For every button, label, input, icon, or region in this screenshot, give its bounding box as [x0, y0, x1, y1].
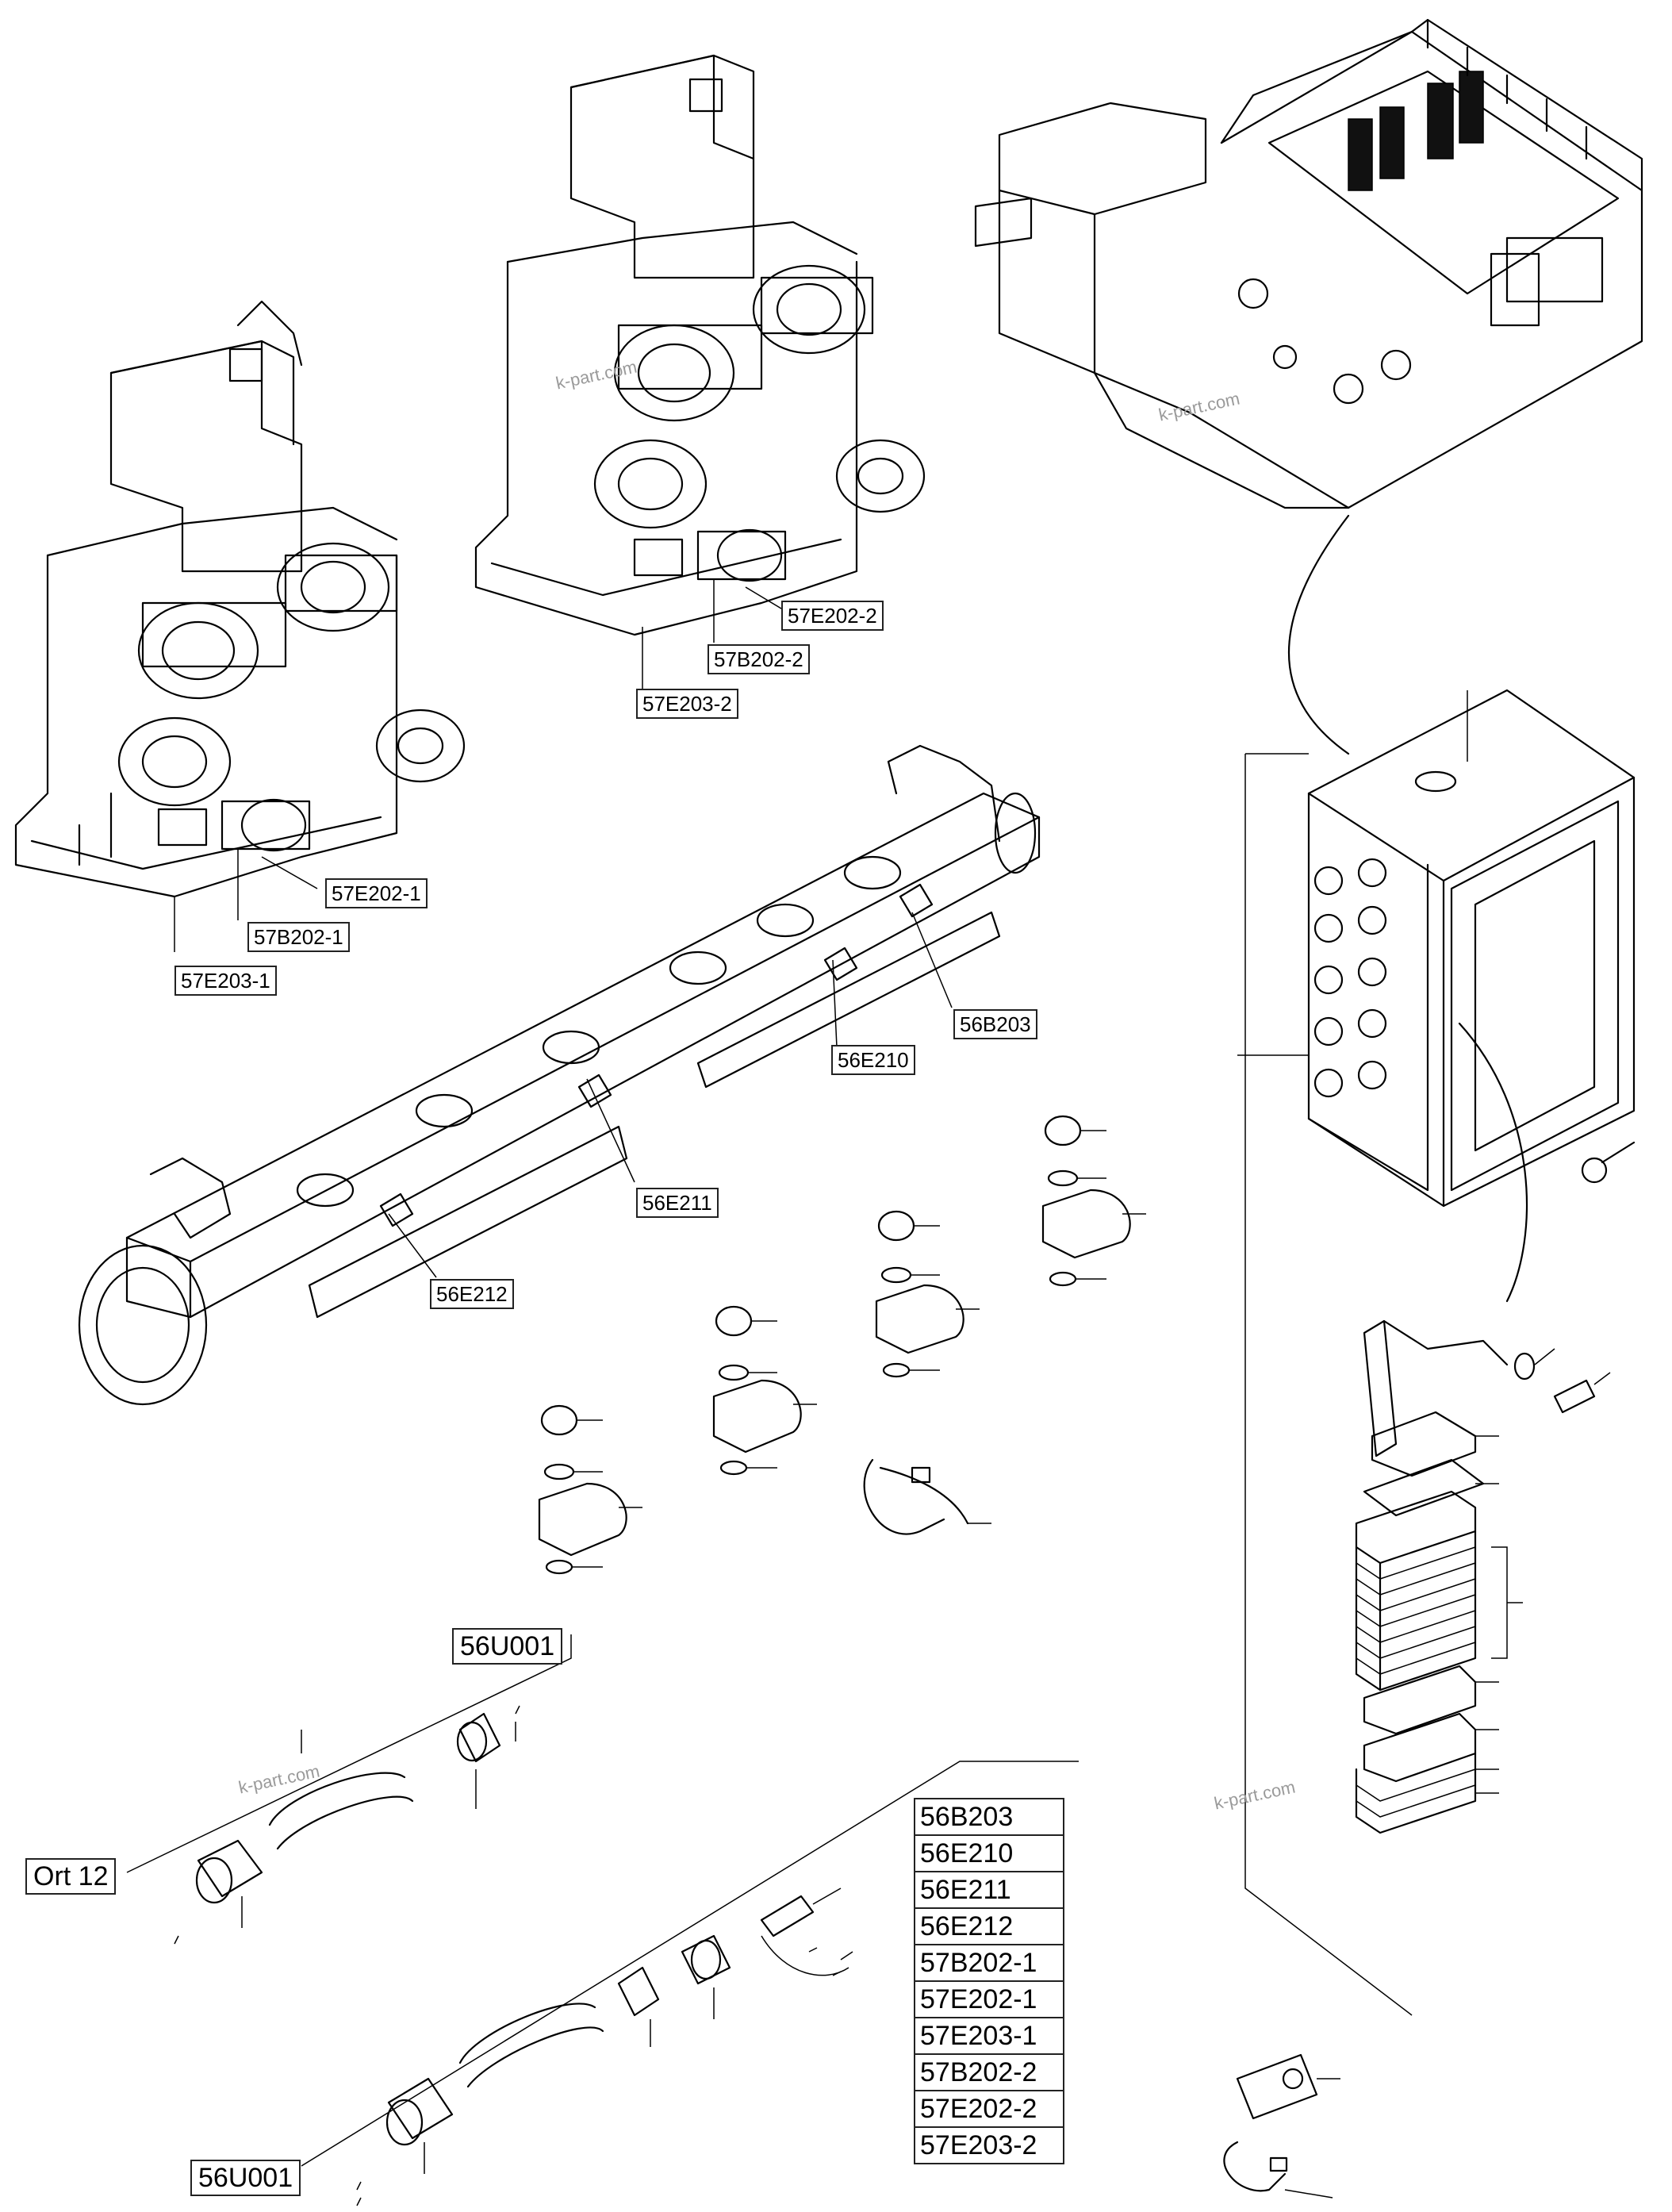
gearbox-assembly-1 [14, 300, 466, 898]
detail-arrow-1 [1287, 514, 1350, 755]
callout-57E202-1: 57E202-1 [325, 878, 428, 908]
terminal-box [1237, 689, 1636, 2016]
designation-legend: 56B203 56E210 56E211 56E212 57B202-1 57E… [914, 1798, 1064, 2164]
detail-arrow-2 [1458, 1022, 1528, 1303]
callout-57B202-1: 57B202-1 [247, 922, 350, 952]
callout-56E212: 56E212 [430, 1279, 514, 1309]
legend-item: 57E203-1 [914, 2017, 1064, 2053]
clamp-kit-3 [875, 1210, 980, 1378]
shaft-assembly [78, 744, 1041, 1406]
callout-57B202-2: 57B202-2 [708, 644, 810, 674]
callout-56U001-bottom: 56U001 [190, 2160, 301, 2196]
callout-ort-12: Ort 12 [25, 1858, 117, 1895]
callout-57E203-2: 57E203-2 [636, 689, 738, 719]
legend-item: 57B202-2 [914, 2053, 1064, 2090]
clamp-kit-4 [1041, 1115, 1146, 1287]
cable-gland-assembly-2 [301, 1761, 1079, 2206]
terminal-block-stack [1223, 1319, 1611, 2199]
legend-item: 57B202-1 [914, 1944, 1064, 1980]
legend-item: 56E212 [914, 1907, 1064, 1944]
cable-gland-assembly-1 [126, 1634, 572, 1945]
callout-56E211: 56E211 [636, 1188, 719, 1218]
cable-tie [863, 1458, 991, 1535]
callout-56E210: 56E210 [831, 1045, 915, 1075]
callout-56U001-top: 56U001 [452, 1628, 563, 1665]
clamp-kit-1 [538, 1404, 642, 1575]
machine-overview [974, 18, 1643, 509]
legend-item: 57E202-1 [914, 1980, 1064, 2017]
gearbox-assembly-2 [474, 54, 926, 636]
legend-item: 56E210 [914, 1834, 1064, 1871]
legend-item: 57E203-2 [914, 2126, 1064, 2164]
leader-lines [174, 579, 953, 1278]
clamp-kit-2 [712, 1305, 817, 1476]
callout-56B203: 56B203 [953, 1009, 1037, 1039]
legend-item: 57E202-2 [914, 2090, 1064, 2126]
legend-item: 56B203 [914, 1798, 1064, 1834]
legend-item: 56E211 [914, 1871, 1064, 1907]
callout-57E203-1: 57E203-1 [174, 966, 277, 996]
callout-57E202-2: 57E202-2 [781, 601, 884, 631]
